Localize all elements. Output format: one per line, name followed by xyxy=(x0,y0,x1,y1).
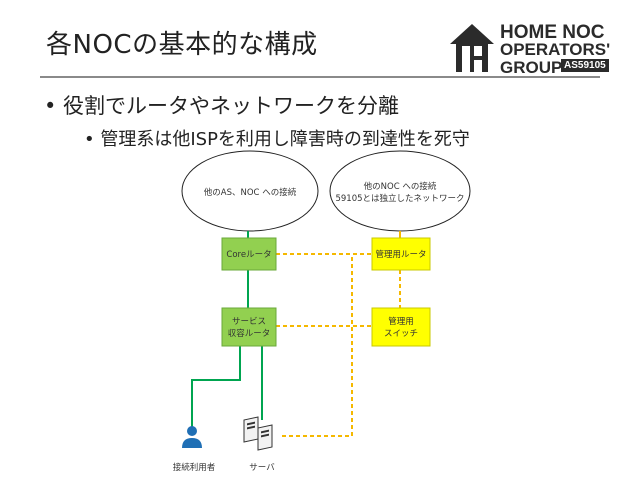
logo-line3: GROUP xyxy=(500,58,563,77)
service-router-box xyxy=(221,307,277,347)
logo-line2: OPERATORS' xyxy=(500,40,611,59)
service-router-label-2: 収容ルータ xyxy=(228,328,271,339)
mgmt-switch-box xyxy=(371,307,431,347)
link-service-user xyxy=(191,346,241,428)
title-divider xyxy=(40,76,600,78)
bullet-main: • 役割でルータやネットワークを分離 xyxy=(44,94,400,118)
cloud-other-noc-label-1: 他のNOC への接続 xyxy=(364,181,437,192)
core-router-label: Coreルータ xyxy=(226,250,271,260)
cloud-other-noc-label-2: 59105とは独立したネットワーク xyxy=(335,193,464,204)
service-router-label-1: サービス xyxy=(232,317,266,327)
cloud-other-as xyxy=(181,150,319,232)
homenoc-logo: HOME NOC OPERATORS' GROUP AS59105 xyxy=(448,18,620,78)
bullet-sub: • 管理系は他ISPを利用し障害時の到達性を死守 xyxy=(84,129,470,150)
mgmt-switch-label-1: 管理用 xyxy=(388,316,414,327)
mgmt-switch-label-2: スイッチ xyxy=(384,329,418,339)
slide-title: 各NOCの基本的な構成 xyxy=(46,30,318,60)
house-logo-icon xyxy=(450,24,494,72)
server-label: サーバ xyxy=(249,463,275,473)
server-icon xyxy=(243,416,273,451)
mgmt-router-label: 管理用ルータ xyxy=(375,249,426,260)
mgmt-router-box xyxy=(371,237,431,271)
user-icon xyxy=(182,426,202,448)
user-label: 接続利用者 xyxy=(173,462,216,473)
core-router-box xyxy=(221,237,277,271)
mgmt-link-server xyxy=(282,254,353,437)
logo-line1: HOME NOC xyxy=(500,22,605,43)
logo-asn-badge: AS59105 xyxy=(561,59,609,72)
cloud-other-as-label: 他のAS、NOC への接続 xyxy=(204,187,297,198)
